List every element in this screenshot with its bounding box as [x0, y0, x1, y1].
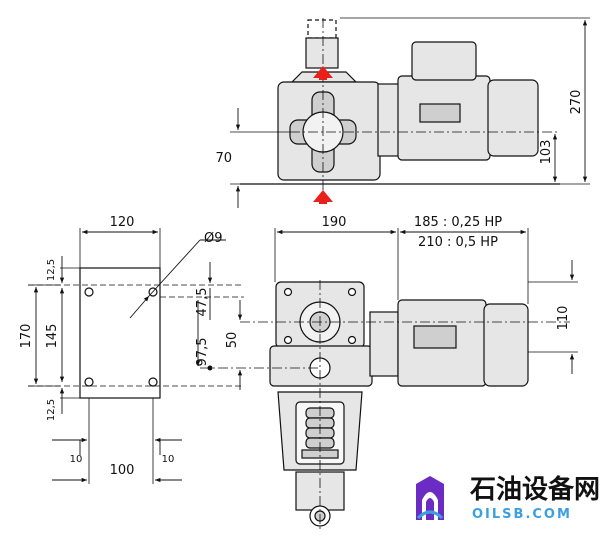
red-arrow-upper — [313, 66, 333, 80]
front-view — [200, 228, 578, 530]
mounting-plate — [28, 228, 244, 484]
watermark-site: OILSB.COM — [472, 507, 572, 522]
front-flange — [369, 311, 399, 377]
dim-270: 270 — [569, 90, 584, 115]
top-stem — [305, 37, 339, 69]
top-fan-cover — [487, 79, 539, 157]
dim-170: 170 — [19, 324, 34, 349]
top-stem-dashed — [307, 19, 337, 39]
front-dimension-lines — [237, 229, 575, 390]
logo-emblem — [416, 476, 444, 520]
front-motor-plate — [413, 325, 457, 349]
plate-dimension-lines — [33, 229, 226, 483]
dim-97-5: 97,5 — [195, 338, 210, 367]
dim-50: 50 — [225, 332, 240, 349]
dim-100: 100 — [110, 463, 135, 478]
plate-hole-tl — [84, 287, 94, 297]
dim-190: 190 — [322, 215, 347, 230]
watermark-logo: 石油设备网 OILSB.COM — [416, 475, 600, 522]
watermark-chinese: 石油设备网 — [469, 475, 600, 505]
front-fan-cover — [483, 303, 529, 387]
plate-dim-dot — [207, 365, 213, 371]
top-motor-flange — [377, 83, 401, 157]
dim-145: 145 — [45, 324, 60, 349]
red-arrow-lower — [313, 190, 333, 204]
dim-47-5: 47,5 — [195, 288, 210, 317]
top-motor-plate — [419, 103, 461, 123]
dim-103: 103 — [539, 140, 554, 165]
dim-70: 70 — [215, 151, 232, 166]
top-view — [230, 17, 590, 190]
dim-10-right: 10 — [162, 454, 175, 465]
plate-hole-bl — [84, 377, 94, 387]
dim-motor-210: 210 : 0,5 HP — [418, 235, 498, 250]
plate-hole-tr — [148, 287, 158, 297]
plate-outline — [79, 267, 161, 399]
dim-12-5-top: 12,5 — [46, 259, 57, 281]
plate-hole-br — [148, 377, 158, 387]
dim-motor-185: 185 : 0,25 HP — [414, 215, 502, 230]
dim-12-5-bottom: 12,5 — [46, 399, 57, 421]
dim-10-left: 10 — [70, 454, 83, 465]
dim-hole-dia: Ø9 — [204, 231, 223, 246]
dim-110: 110 — [556, 306, 571, 331]
dim-120: 120 — [110, 215, 135, 230]
top-terminal-box — [411, 41, 477, 81]
top-dimension-lines — [235, 20, 588, 208]
